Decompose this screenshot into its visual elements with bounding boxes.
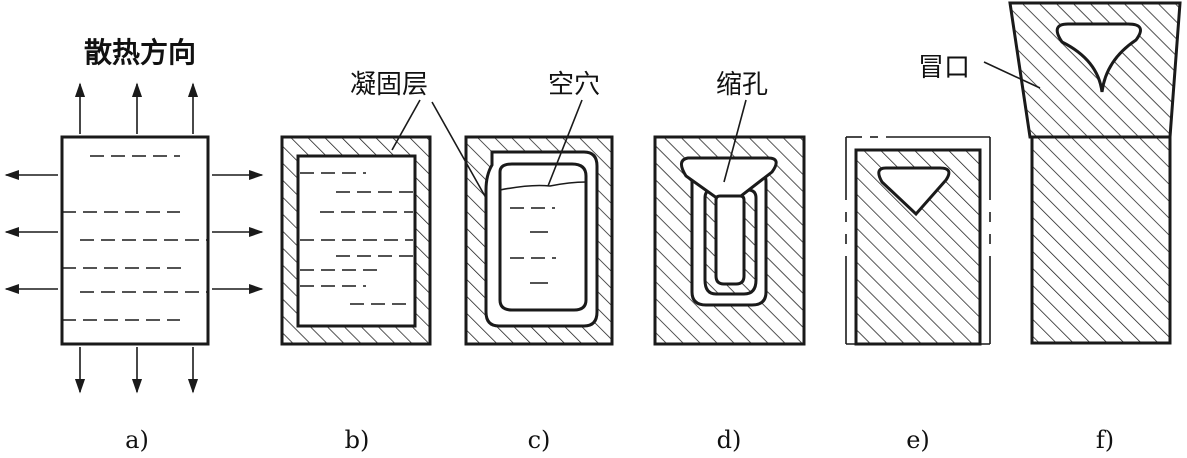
riser-label: 冒口 bbox=[918, 53, 970, 83]
casting-body bbox=[1030, 135, 1172, 345]
liquid-surface bbox=[499, 181, 587, 191]
liquid-dashes bbox=[62, 155, 208, 321]
riser-leader bbox=[983, 61, 1041, 89]
heat-direction-label: 散热方向 bbox=[84, 36, 196, 69]
caption-b: b) bbox=[345, 426, 370, 454]
riser-shrinkage-hole bbox=[1055, 22, 1142, 93]
shrinkage-hole-leader bbox=[723, 99, 747, 183]
cavity-void bbox=[498, 162, 588, 312]
panel-f: 冒口 f) bbox=[918, 1, 1182, 454]
liquid-core bbox=[296, 154, 417, 328]
panel-c: 空穴 c) bbox=[431, 70, 614, 454]
shrinkage-hole-cone bbox=[680, 156, 778, 208]
shrinkage-hole bbox=[877, 166, 951, 217]
caption-e: e) bbox=[906, 426, 930, 454]
caption-c: c) bbox=[528, 426, 551, 454]
solidified-layer-label: 凝固层 bbox=[350, 70, 428, 100]
solidified-layer-leader bbox=[391, 99, 421, 151]
solidified-layer-leader-c bbox=[431, 101, 487, 199]
caption-a: a) bbox=[125, 426, 149, 454]
shrinkage-hole-pipe bbox=[714, 194, 746, 286]
liquid-dashes bbox=[510, 207, 556, 284]
cavity-label: 空穴 bbox=[548, 70, 600, 100]
liquid-dashes bbox=[300, 172, 413, 305]
panel-d: 缩孔 d) bbox=[653, 70, 806, 454]
caption-f: f) bbox=[1096, 426, 1114, 454]
caption-d: d) bbox=[717, 426, 742, 454]
panel-a: 散热方向 a) bbox=[4, 36, 264, 454]
panel-e: e) bbox=[845, 136, 991, 454]
shrinkage-hole-label: 缩孔 bbox=[716, 70, 768, 100]
heat-arrows bbox=[4, 82, 264, 394]
panel-b: 凝固层 b) bbox=[280, 70, 432, 454]
cavity-leader bbox=[547, 99, 583, 187]
